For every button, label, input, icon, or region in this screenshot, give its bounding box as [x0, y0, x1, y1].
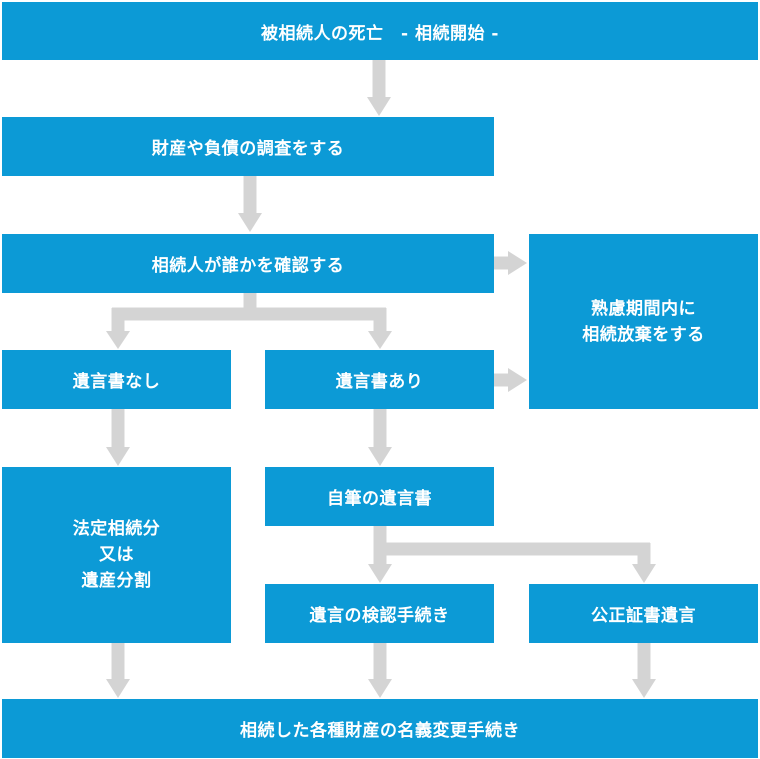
step-label: 被相続人の死亡 - 相続開始 - — [261, 23, 499, 44]
step-label: 遺言の検認手続き — [309, 606, 450, 626]
step-label: 相続人が誰かを確認する — [151, 256, 345, 276]
step-notarized-will: 公正証書遺言 — [529, 584, 758, 643]
step-label: 遺言書なし — [72, 372, 161, 392]
step-will-probate: 遺言の検認手続き — [265, 584, 494, 643]
step-renounce-inheritance: 熟慮期間内に 相続放棄をする — [529, 234, 758, 409]
step-statutory-share-or-division: 法定相続分 又は 遺産分割 — [2, 467, 231, 643]
step-label: 公正証書遺言 — [591, 606, 696, 626]
step-label: 遺言書あり — [335, 372, 424, 392]
step-label-line: 遺産分割 — [81, 571, 152, 591]
step-label: 財産や負債の調査をする — [151, 139, 345, 159]
step-confirm-heirs: 相続人が誰かを確認する — [2, 234, 494, 293]
step-death-inheritance-start: 被相続人の死亡 - 相続開始 - — [2, 2, 758, 60]
step-label-line: 熟慮期間内に — [591, 298, 696, 319]
step-no-will: 遺言書なし — [2, 350, 231, 409]
step-has-will: 遺言書あり — [265, 350, 494, 409]
step-label-line: 相続放棄をする — [582, 324, 705, 345]
step-title-transfer: 相続した各種財産の名義変更手続き — [2, 699, 758, 758]
step-label: 自筆の遺言書 — [327, 489, 432, 509]
step-label: 相続した各種財産の名義変更手続き — [240, 721, 520, 741]
step-label-line: 又は — [99, 545, 134, 565]
step-holographic-will: 自筆の遺言書 — [265, 467, 494, 526]
step-investigate-assets: 財産や負債の調査をする — [2, 117, 494, 176]
step-label-line: 法定相続分 — [72, 519, 161, 539]
